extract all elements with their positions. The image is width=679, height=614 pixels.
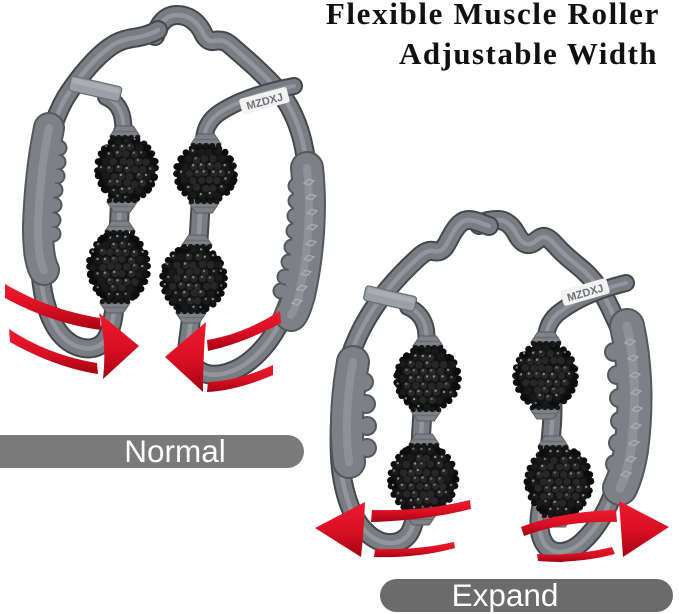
svg-text:Expand: Expand: [452, 577, 559, 613]
svg-text:Normal: Normal: [124, 433, 226, 469]
